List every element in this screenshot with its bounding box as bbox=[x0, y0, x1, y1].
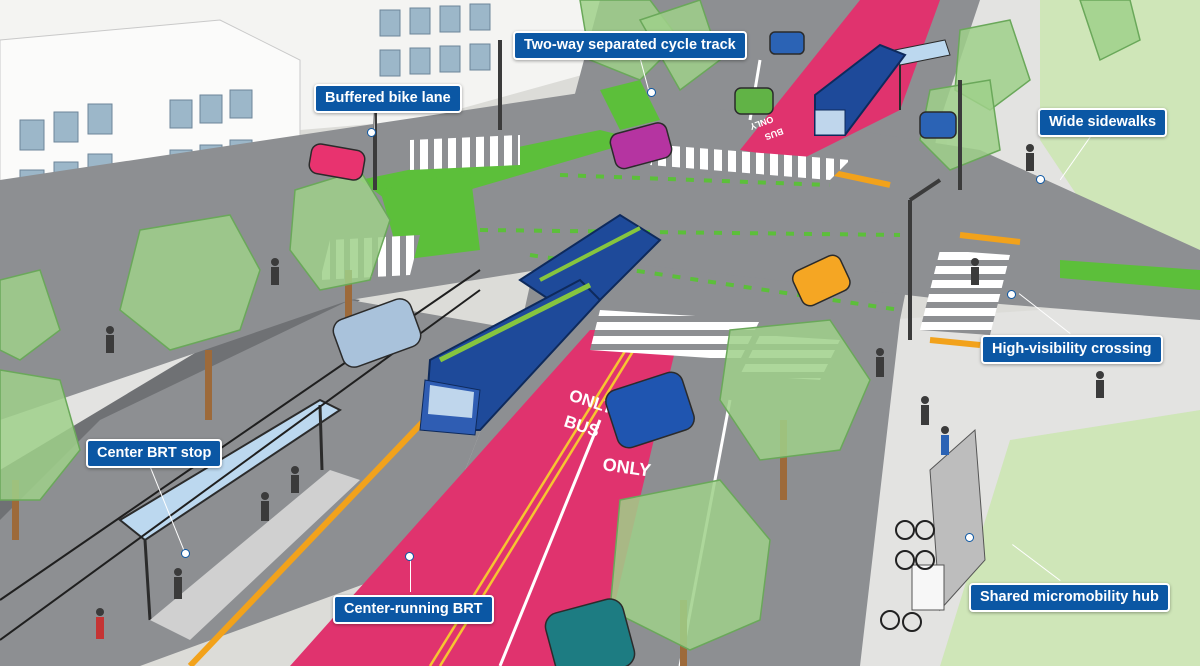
callout-buffered-bike-lane: Buffered bike lane bbox=[314, 84, 462, 113]
leader-dot-center-brt-stop bbox=[181, 549, 190, 558]
callout-center-running-brt: Center-running BRT bbox=[333, 595, 494, 624]
leader-dot-wide-sidewalks bbox=[1036, 175, 1045, 184]
bike-share-dock bbox=[880, 428, 986, 632]
leader-dot-cycle-track bbox=[647, 88, 656, 97]
bike-crossing-markings bbox=[479, 173, 901, 312]
callout-high-visibility-crossing: High-visibility crossing bbox=[981, 335, 1163, 364]
leader-dot-buffered-bike-lane bbox=[367, 128, 376, 137]
cars bbox=[308, 31, 957, 666]
leader-dot-high-visibility-crossing bbox=[1007, 290, 1016, 299]
leader-dot-center-running-brt bbox=[405, 552, 414, 561]
leader-center-running-brt bbox=[410, 557, 411, 592]
callout-cycle-track: Two-way separated cycle track bbox=[513, 31, 747, 60]
pedestrians bbox=[96, 144, 1104, 639]
far-bus bbox=[814, 43, 907, 136]
articulated-bus bbox=[419, 213, 662, 436]
brt-shelter-foreground bbox=[118, 398, 360, 640]
callout-center-brt-stop: Center BRT stop bbox=[86, 439, 223, 468]
callout-wide-sidewalks: Wide sidewalks bbox=[1038, 108, 1168, 137]
trees bbox=[0, 0, 1141, 666]
leader-dot-micromobility-hub bbox=[965, 533, 974, 542]
callout-micromobility-hub: Shared micromobility hub bbox=[969, 583, 1170, 612]
